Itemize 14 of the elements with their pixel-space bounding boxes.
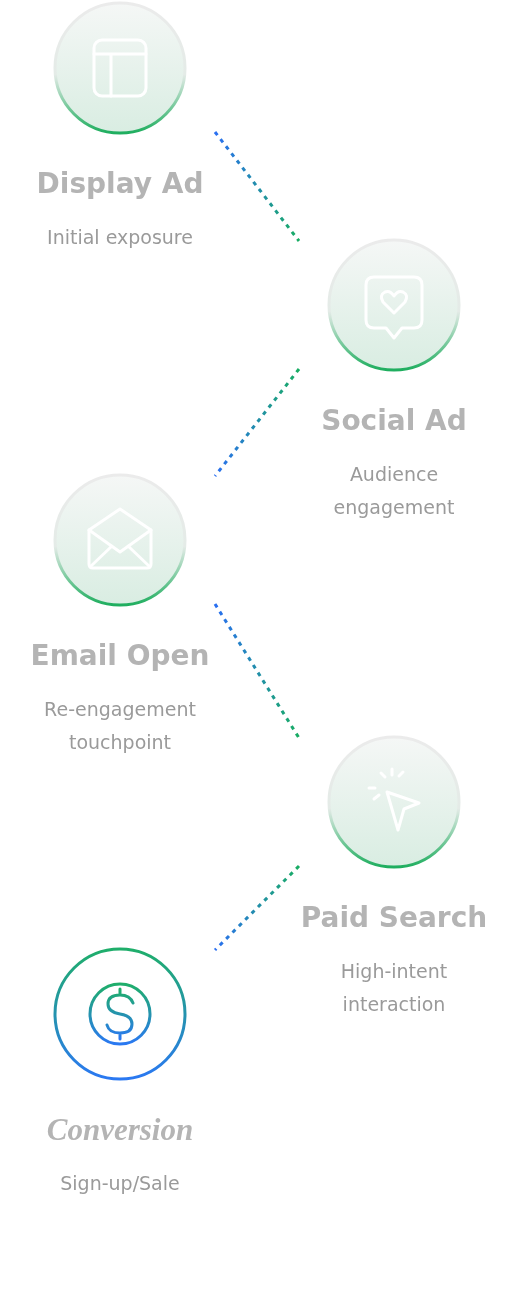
dotted-connector (213, 368, 301, 477)
step-description: High-intent interaction (339, 959, 449, 1017)
step-title: Conversion (46, 1113, 194, 1147)
dotted-connector (213, 864, 301, 952)
dotted-connector (213, 131, 301, 242)
step-title: Display Ad (36, 167, 204, 201)
step-description: Audience engagement (332, 462, 456, 520)
step-description: Sign-up/Sale (59, 1171, 181, 1196)
step-title: Email Open (30, 639, 210, 673)
dotted-connector (213, 603, 301, 739)
step-title: Social Ad (321, 404, 467, 438)
step-description: Re-engagement touchpoint (43, 697, 197, 755)
step-title: Paid Search (300, 901, 488, 935)
step-description: Initial exposure (46, 225, 194, 250)
